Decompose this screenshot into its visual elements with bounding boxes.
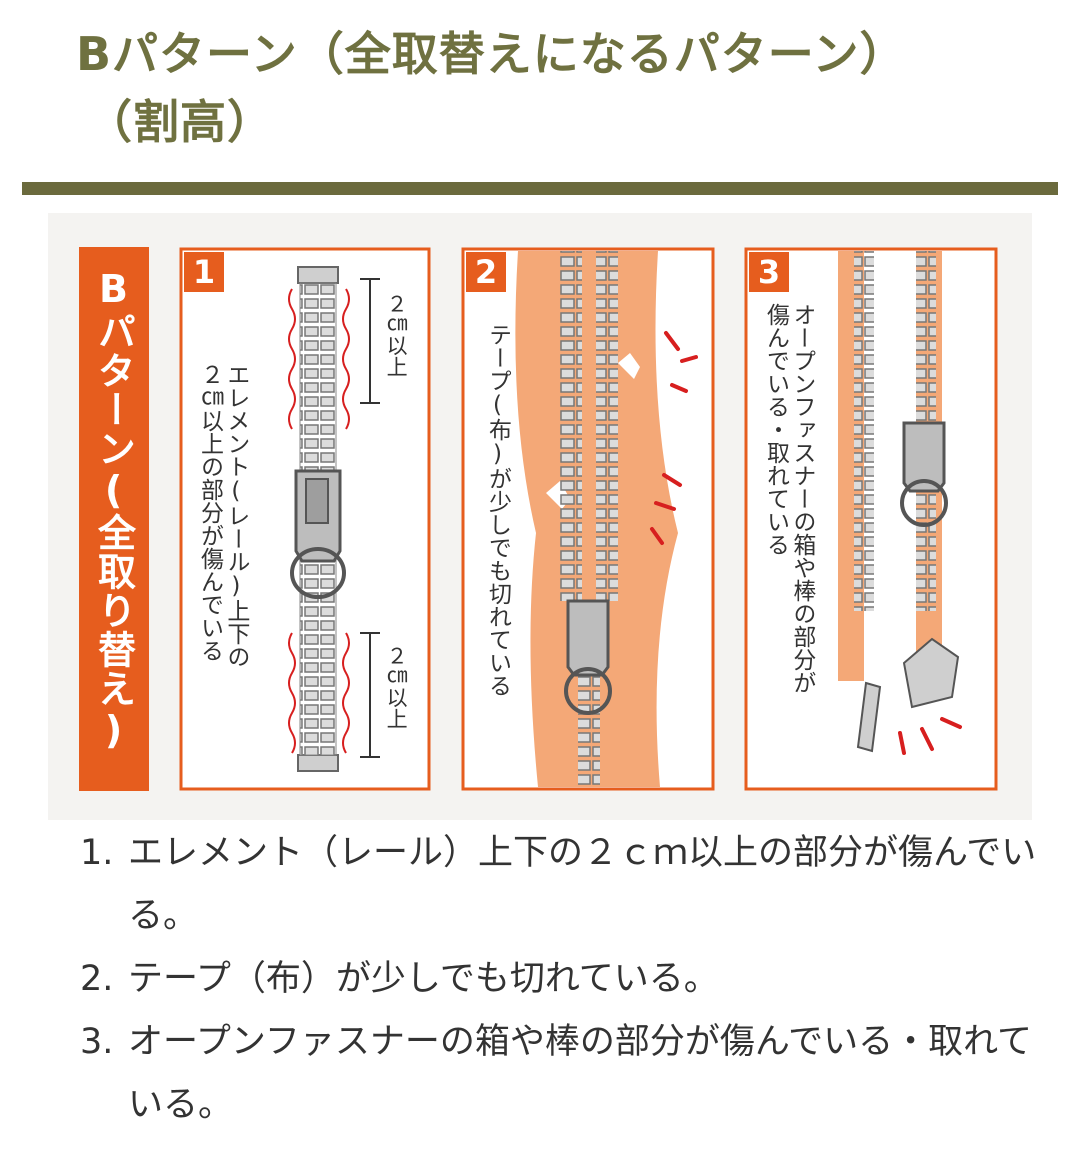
list-item-number: 1. [80,833,114,873]
list-item: 1. エレメント（レール）上下の２ｃｍ以上の部分が傷んでいる。 [80,822,1040,948]
list-item: 2. テープ（布）が少しでも切れている。 [80,948,1040,1011]
list-item: 3. オープンファスナーの箱や棒の部分が傷んでいる・取れている。 [80,1011,1040,1137]
heading-divider [22,182,1058,195]
panel-3-caption: オープンファスナーの箱や棒の部分が 傷んでいる・取れている [762,303,815,694]
damage-conditions-list: 1. エレメント（レール）上下の２ｃｍ以上の部分が傷んでいる。 2. テープ（布… [80,822,1040,1137]
list-item-text: テープ（布）が少しでも切れている。 [128,959,719,999]
section-heading-line1: Bパターン（全取替えになるパターン） [76,27,907,81]
panel-2-number: 2 [466,252,506,292]
zipper-illustration: Bパターン(全取り替え) 1 2 3 エレメント(レール)上下の ２㎝以上の部分… [48,213,1032,820]
section-heading: Bパターン（全取替えになるパターン） （割高） [76,20,1066,156]
section-heading-line2: （割高） [86,95,274,149]
panel-2-zipper [515,251,698,787]
panel-1-measure-top: ２㎝以上 [384,293,409,377]
list-item-number: 3. [80,1022,114,1062]
list-item-text: エレメント（レール）上下の２ｃｍ以上の部分が傷んでいる。 [128,833,1037,936]
pattern-b-side-label: Bパターン(全取り替え) [79,247,149,791]
panel-3-zipper [838,251,962,755]
list-item-text: オープンファスナーの箱や棒の部分が傷んでいる・取れている。 [128,1022,1033,1125]
panel-1-zipper [288,266,380,772]
panel-1-caption: エレメント(レール)上下の ２㎝以上の部分が傷んでいる [196,363,249,668]
list-item-number: 2. [80,959,114,999]
panel-3-number: 3 [749,252,789,292]
panel-1-number: 1 [184,252,224,292]
panel-2-caption: テープ(布)が少しでも切れている [484,323,511,697]
panel-1-measure-bottom: ２㎝以上 [384,645,409,729]
illustration-graphics [179,247,998,791]
